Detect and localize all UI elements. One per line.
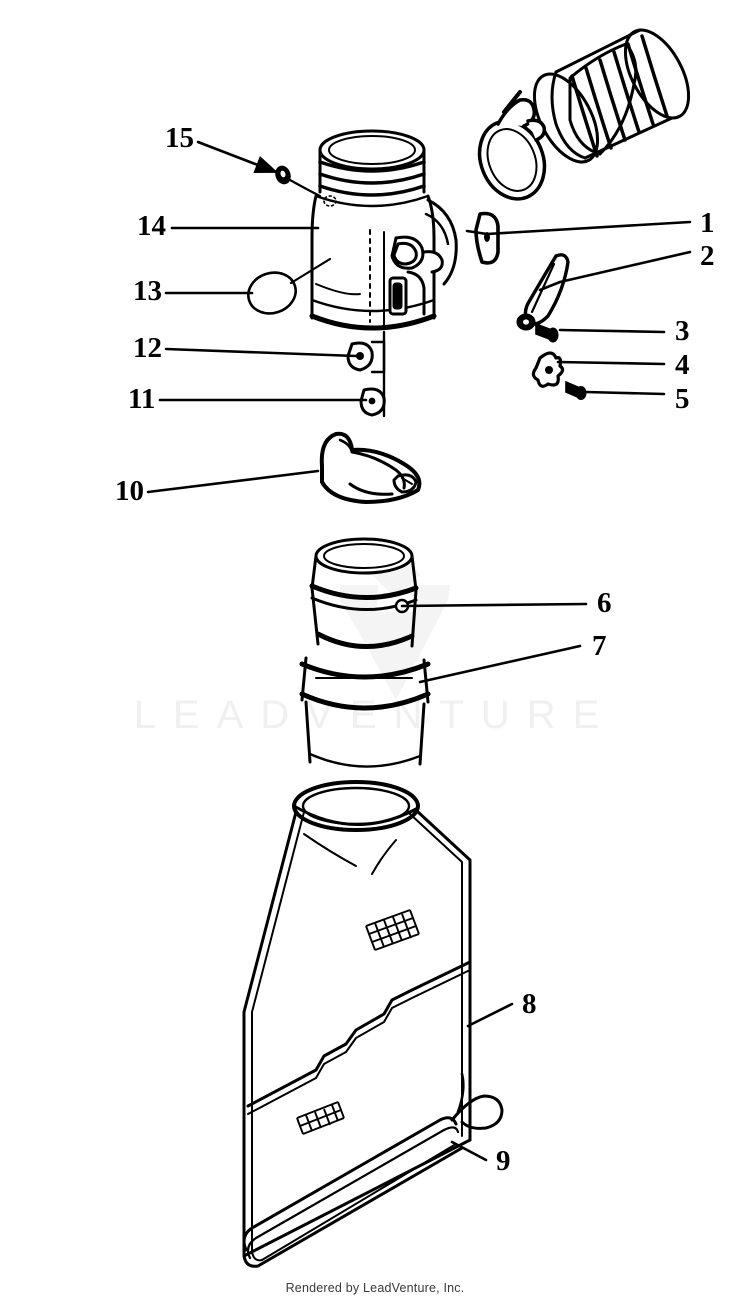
callout-9: 9	[450, 1140, 511, 1177]
leader-line-9	[450, 1140, 488, 1162]
callout-number-12: 12	[133, 332, 162, 364]
mesh-screen-lower	[296, 1101, 345, 1135]
callout-number-14: 14	[137, 210, 166, 242]
part-corrugated-intake-hose	[532, 28, 691, 164]
leader-line-8	[466, 1002, 514, 1028]
callout-number-10: 10	[115, 475, 144, 507]
callout-number-11: 11	[128, 383, 155, 415]
part-precleaner-housing	[242, 780, 472, 1268]
part-cover-bowl	[319, 431, 422, 504]
leader-line-7	[418, 644, 582, 684]
leader-line-15	[196, 140, 279, 174]
callout-13: 13	[133, 275, 254, 307]
callout-12: 12	[133, 332, 358, 364]
callout-11: 11	[128, 383, 368, 415]
part-lower-mounting-tab	[359, 330, 386, 418]
callout-6: 6	[400, 587, 612, 619]
part-choke-lever	[516, 253, 570, 331]
callout-number-9: 9	[496, 1145, 511, 1177]
watermark-text: LEADVENTURE	[134, 693, 617, 737]
callout-number-4: 4	[675, 349, 690, 381]
callout-number-1: 1	[700, 207, 715, 239]
part-mounting-bracket	[531, 351, 565, 388]
leader-line-3	[558, 328, 666, 334]
callout-4: 4	[556, 349, 690, 381]
part-filter-element	[299, 537, 431, 768]
part-grommet-nut	[275, 165, 322, 198]
callout-number-7: 7	[592, 630, 607, 662]
callout-number-2: 2	[700, 240, 715, 272]
part-oval-seal-gasket	[247, 257, 332, 315]
leadventure-v-logo	[340, 545, 450, 700]
leader-line-2	[538, 250, 692, 292]
part-gasket-plate	[474, 211, 500, 265]
callout-14: 14	[137, 210, 320, 242]
callout-1: 1	[465, 207, 715, 239]
footer-attribution: Rendered by LeadVenture, Inc.	[285, 1281, 465, 1295]
part-hose-clamp	[477, 90, 547, 201]
leader-line-1	[465, 220, 692, 236]
leader-line-6	[400, 602, 588, 608]
watermark-group: LEADVENTURE	[134, 545, 617, 737]
leader-line-12	[164, 347, 358, 358]
callout-number-3: 3	[675, 315, 690, 347]
callout-7: 7	[418, 630, 607, 684]
part-housing-retainer-rod	[242, 1072, 504, 1260]
part-filter-retaining-band	[299, 656, 431, 711]
part-air-cleaner-canister	[309, 129, 458, 331]
callout-number-6: 6	[597, 587, 612, 619]
callout-number-15: 15	[165, 122, 194, 154]
mesh-screen-upper	[365, 909, 420, 951]
callout-5: 5	[584, 383, 690, 415]
callout-3: 3	[558, 315, 690, 347]
part-bracket-screw	[565, 380, 587, 400]
leader-line-5	[584, 390, 666, 396]
callout-10: 10	[115, 469, 320, 507]
callout-8: 8	[466, 988, 537, 1028]
leader-line-10	[146, 469, 320, 494]
callout-number-8: 8	[522, 988, 537, 1020]
leader-line-4	[556, 360, 666, 366]
part-lever-screw	[535, 322, 559, 343]
callout-number-5: 5	[675, 383, 690, 415]
callout-15: 15	[165, 122, 279, 174]
callout-number-13: 13	[133, 275, 162, 307]
callout-2: 2	[538, 240, 715, 292]
